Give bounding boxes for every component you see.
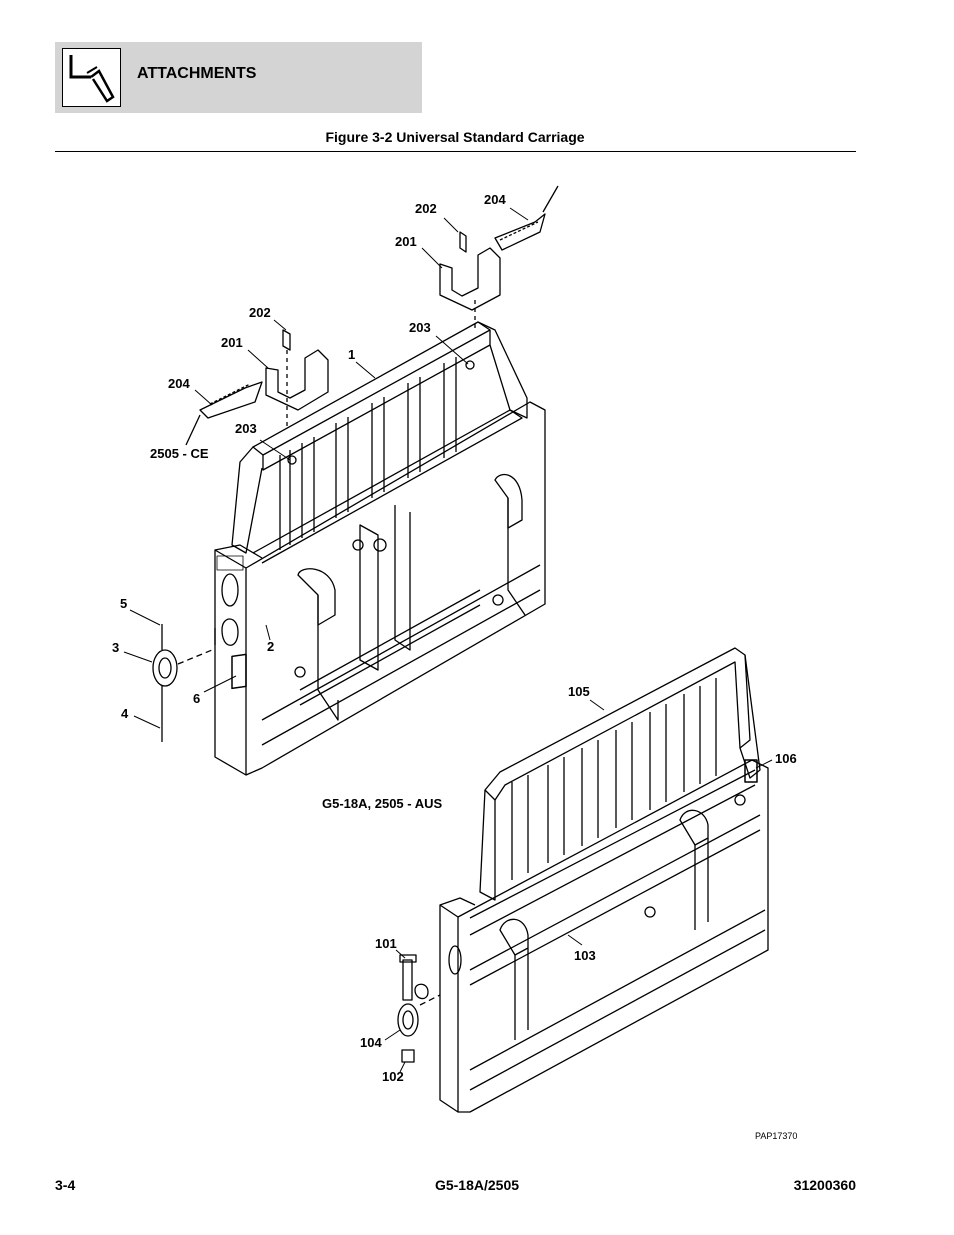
callout-101: 101 bbox=[375, 936, 397, 951]
section-title: ATTACHMENTS bbox=[137, 65, 257, 82]
lower-pin-hardware bbox=[397, 954, 441, 1063]
callout-4: 4 bbox=[121, 706, 129, 721]
upper-right-hitch-bracket bbox=[439, 185, 559, 370]
figure-title: Figure 3-2 Universal Standard Carriage bbox=[325, 129, 585, 145]
callout-6: 6 bbox=[193, 691, 200, 706]
callout-204-right: 204 bbox=[484, 192, 506, 207]
callout-103: 103 bbox=[574, 948, 596, 963]
callout-201-right: 201 bbox=[395, 234, 417, 249]
callout-1: 1 bbox=[348, 347, 355, 362]
page-number: 3-4 bbox=[55, 1177, 76, 1193]
callout-202-right: 202 bbox=[415, 201, 437, 216]
callout-102: 102 bbox=[382, 1069, 404, 1084]
lower-carriage bbox=[414, 647, 769, 1113]
callout-3: 3 bbox=[112, 640, 119, 655]
callout-201-left: 201 bbox=[221, 335, 243, 350]
variant-lower-label: G5-18A, 2505 - AUS bbox=[322, 796, 443, 811]
callout-106: 106 bbox=[775, 751, 797, 766]
model-number: G5-18A/2505 bbox=[434, 1177, 520, 1193]
upper-carriage bbox=[214, 321, 546, 776]
header-rule bbox=[55, 151, 856, 152]
leader-lines bbox=[123, 207, 773, 1073]
callout-5: 5 bbox=[120, 596, 127, 611]
callout-202-left: 202 bbox=[249, 305, 271, 320]
tool-handle-icon bbox=[62, 48, 121, 107]
callout-203-left: 203 bbox=[235, 421, 257, 436]
upper-pin-hardware bbox=[152, 624, 213, 742]
document-number: 31200360 bbox=[793, 1177, 856, 1193]
upper-left-hitch-bracket bbox=[185, 329, 329, 465]
callout-2: 2 bbox=[267, 639, 274, 654]
variant-upper-label: 2505 - CE bbox=[150, 446, 209, 461]
callout-105: 105 bbox=[568, 684, 590, 699]
callout-labels: 1 2 3 4 5 6 201 202 203 204 201 202 203 … bbox=[112, 192, 797, 1084]
callout-104: 104 bbox=[360, 1035, 382, 1050]
drawing-number: PAP17370 bbox=[755, 1131, 797, 1141]
callout-203-right: 203 bbox=[409, 320, 431, 335]
callout-204-left: 204 bbox=[168, 376, 190, 391]
